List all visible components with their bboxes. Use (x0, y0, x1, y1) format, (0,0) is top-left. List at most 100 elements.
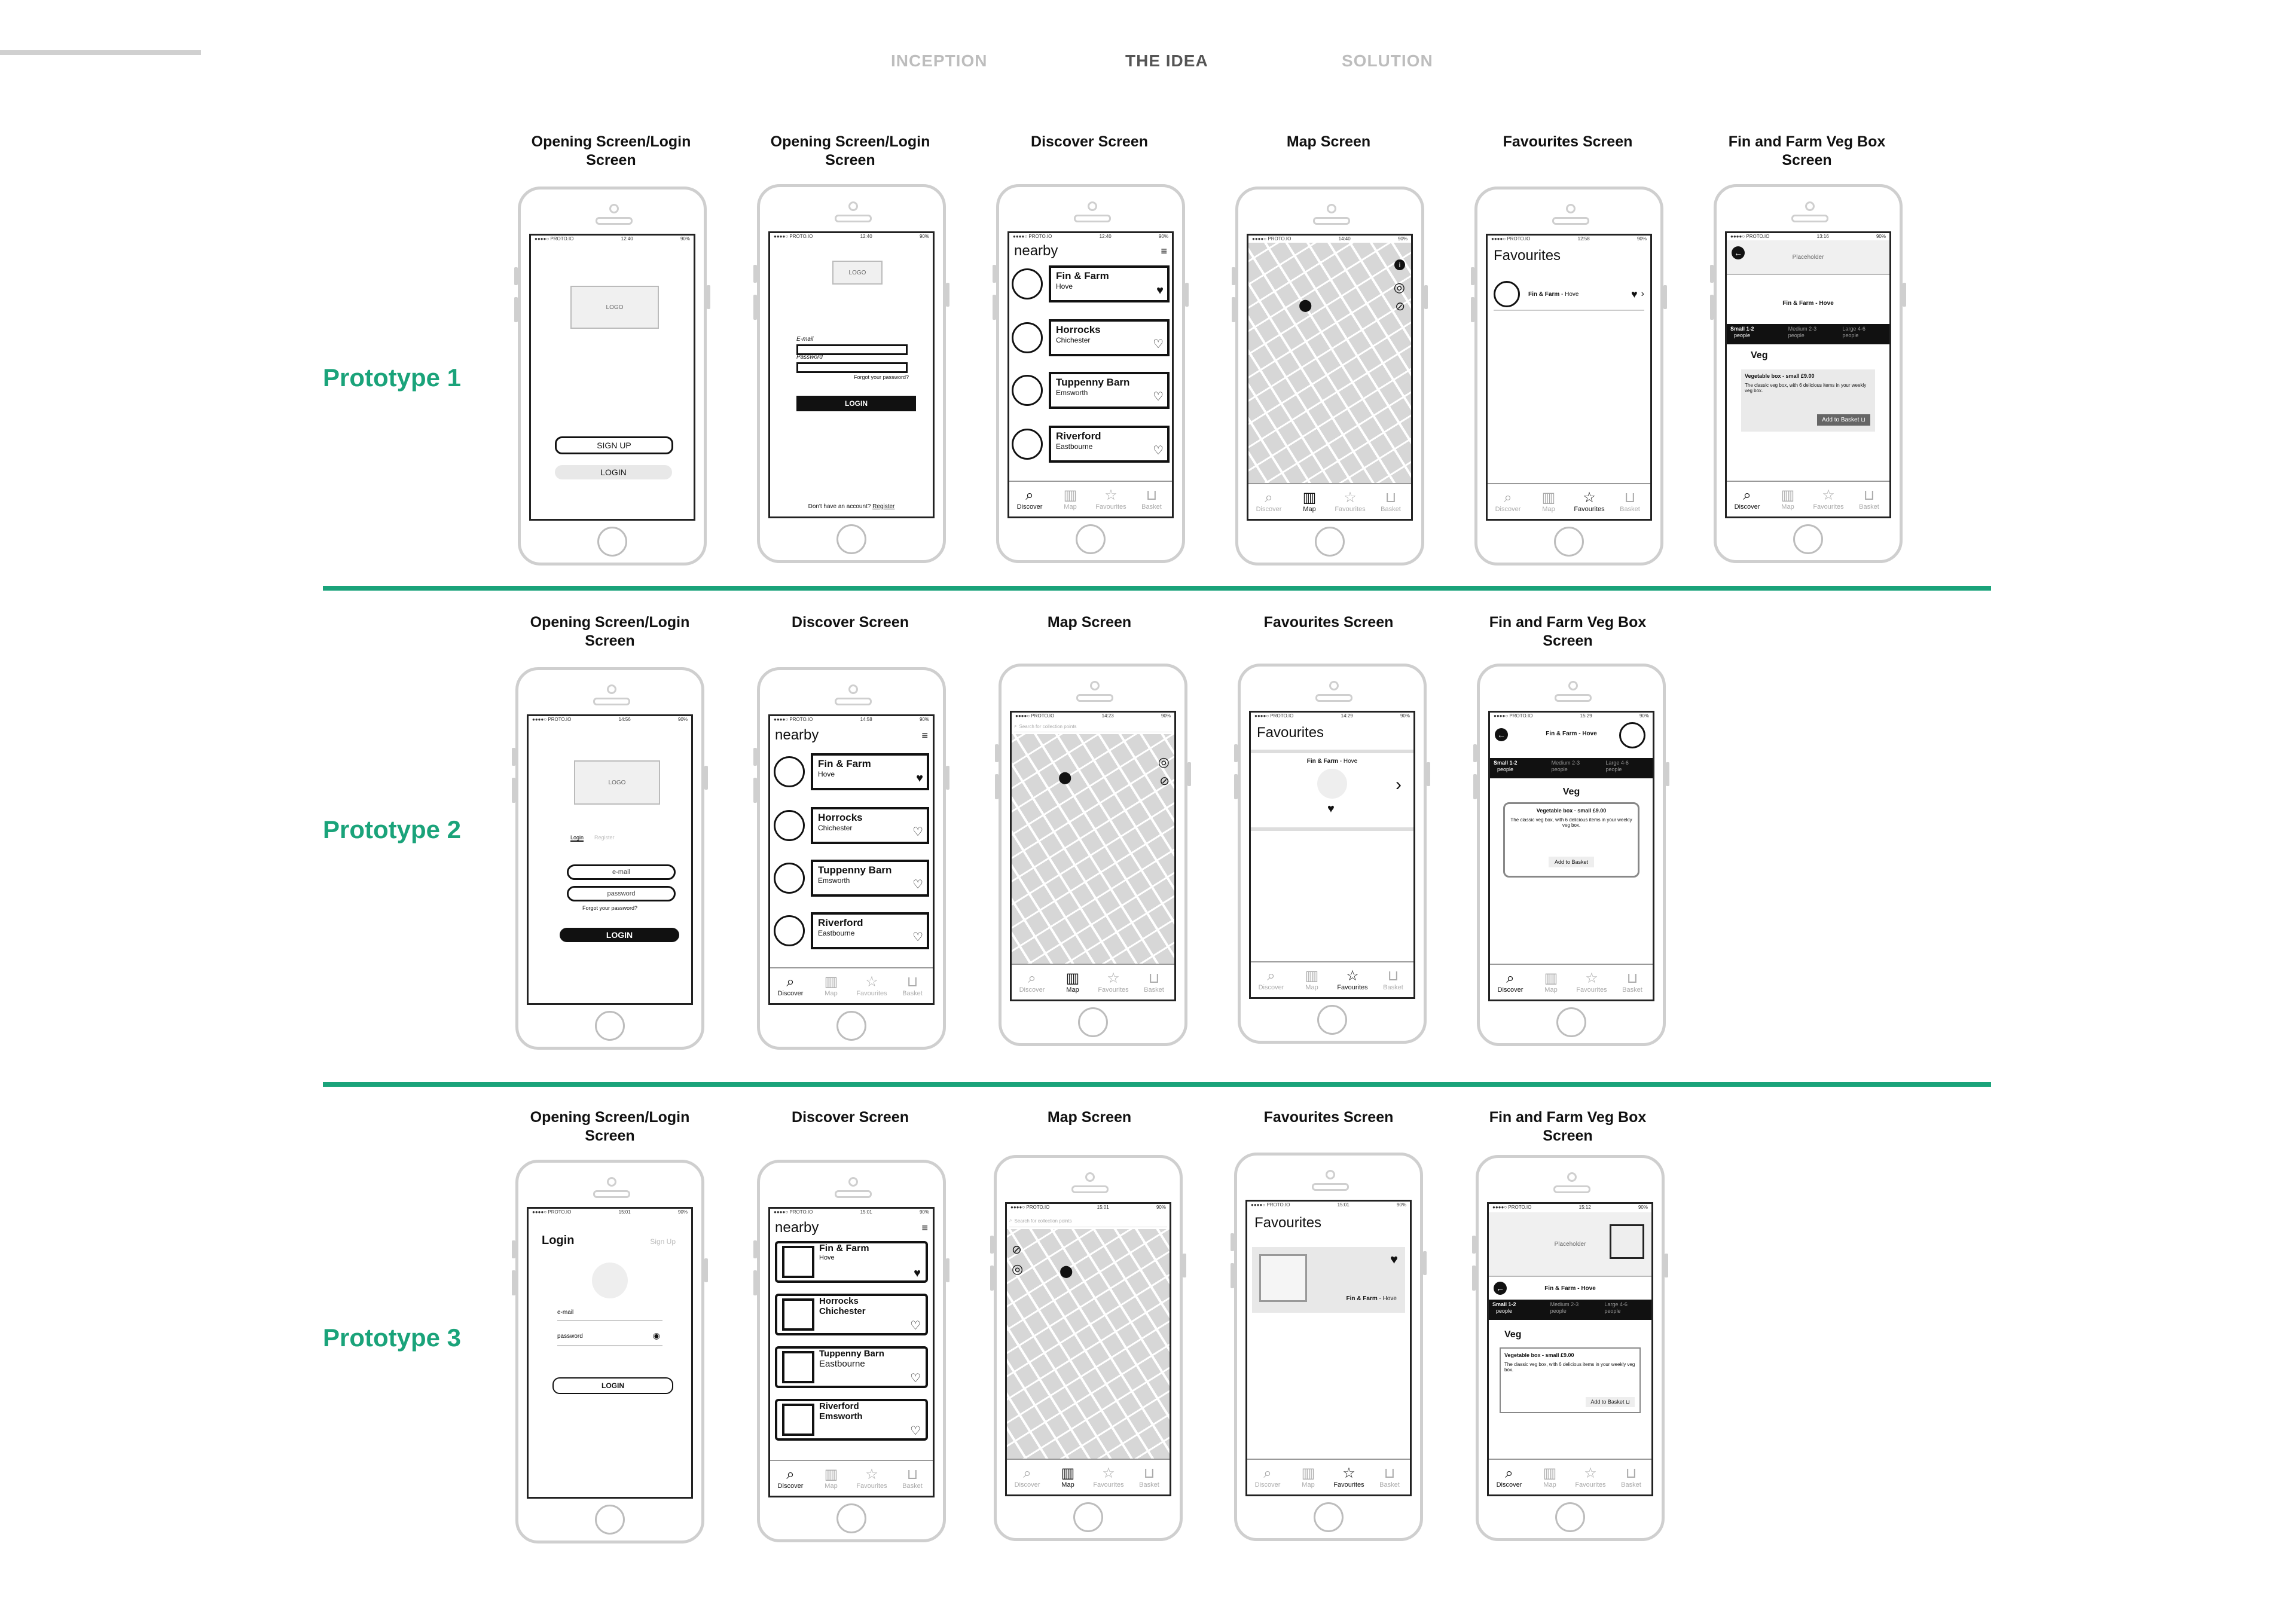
password-input[interactable]: password (567, 886, 676, 901)
tab-map[interactable]: ▥Map (1289, 484, 1330, 519)
login-button[interactable]: LOGIN (560, 928, 679, 942)
tab-discover[interactable]: ⌕Discover (1012, 965, 1052, 1000)
tab-discover[interactable]: ⌕Discover (1248, 484, 1289, 519)
menu-icon[interactable]: ≡ (921, 1222, 928, 1234)
heart-filled-icon[interactable]: ♥ (914, 1267, 921, 1280)
heart-outline-icon[interactable]: ♡ (910, 1425, 921, 1438)
tab-discover[interactable]: ⌕Discover (1488, 484, 1528, 519)
compass-icon[interactable]: ⊘ (1395, 300, 1405, 313)
home-button[interactable] (1073, 1502, 1103, 1532)
heart-filled-icon[interactable]: ♥ (916, 772, 923, 785)
home-button[interactable] (1556, 1007, 1586, 1037)
tab-favourites[interactable]: ☆Favourites (851, 968, 892, 1003)
email-underline[interactable] (557, 1320, 662, 1321)
eye-icon[interactable]: ◉ (652, 1331, 660, 1340)
heart-outline-icon[interactable]: ♡ (1153, 390, 1164, 404)
email-input[interactable]: e-mail (567, 864, 676, 880)
home-button[interactable] (595, 1505, 625, 1535)
tab-discover[interactable]: ⌕Discover (1007, 1460, 1048, 1494)
tab-favourites[interactable]: ☆Favourites (1569, 484, 1610, 519)
home-button[interactable] (836, 524, 866, 554)
tab-favourites[interactable]: ☆Favourites (1570, 1460, 1611, 1494)
heart-outline-icon[interactable]: ♡ (1153, 338, 1164, 351)
favourite-item[interactable]: Fin & Farm - Hove ♥ › (1494, 279, 1644, 311)
tab-discover[interactable]: ⌕Discover (1009, 482, 1050, 516)
home-button[interactable] (836, 1011, 866, 1041)
tab-map[interactable]: ▥Map (1531, 965, 1571, 1000)
tab-map[interactable]: ▥Map (1050, 482, 1091, 516)
tab-login[interactable]: Login (570, 835, 584, 842)
info-icon[interactable]: i (1394, 259, 1405, 270)
compass-icon[interactable]: ⊘ (1159, 775, 1170, 788)
back-arrow-icon[interactable]: ← (1494, 1282, 1507, 1295)
tab-basket[interactable]: ⊔Basket (892, 1461, 933, 1496)
login-button[interactable]: LOGIN (552, 1377, 673, 1394)
tab-discover[interactable]: ⌕Discover (1247, 1460, 1288, 1494)
home-button[interactable] (1315, 527, 1345, 557)
forgot-password-link[interactable]: Forgot your password? (582, 905, 638, 911)
tab-map[interactable]: ▥Map (1529, 1460, 1570, 1494)
heart-outline-icon[interactable]: ♡ (912, 931, 923, 944)
tab-basket[interactable]: ⊔Basket (1134, 965, 1174, 1000)
home-button[interactable] (1555, 1502, 1585, 1532)
compass-icon[interactable]: ⊘ (1012, 1243, 1022, 1257)
heart-outline-icon[interactable]: ♡ (910, 1319, 921, 1332)
nav-tab-inception[interactable]: INCEPTION (891, 51, 988, 70)
tab-favourites[interactable]: ☆Favourites (1088, 1460, 1129, 1494)
home-button[interactable] (1076, 524, 1106, 554)
tab-basket[interactable]: ⊔Basket (1369, 1460, 1410, 1494)
tab-favourites[interactable]: ☆Favourites (1571, 965, 1612, 1000)
login-button[interactable]: LOGIN (555, 465, 672, 479)
tab-basket[interactable]: ⊔Basket (1373, 962, 1413, 997)
menu-icon[interactable]: ≡ (1161, 245, 1167, 257)
tab-discover[interactable]: ⌕Discover (1251, 962, 1292, 997)
tab-discover[interactable]: ⌕Discover (770, 968, 811, 1003)
locate-icon[interactable]: ◎ (1393, 280, 1405, 295)
nav-tab-the-idea[interactable]: THE IDEA (1125, 51, 1208, 70)
tab-favourites[interactable]: ☆Favourites (1093, 965, 1134, 1000)
search-bar[interactable]: ⌕Search for collection points (1014, 721, 1172, 732)
tab-basket[interactable]: ⊔Basket (1611, 1460, 1651, 1494)
back-arrow-icon[interactable]: ← (1732, 246, 1745, 259)
tab-basket[interactable]: ⊔Basket (892, 968, 933, 1003)
tab-map[interactable]: ▥Map (1528, 484, 1569, 519)
add-to-basket-button[interactable]: Add to Basket (1548, 857, 1595, 867)
password-field[interactable] (796, 362, 908, 373)
nav-tab-solution[interactable]: SOLUTION (1342, 51, 1433, 70)
home-button[interactable] (1793, 524, 1823, 554)
home-button[interactable] (836, 1503, 866, 1533)
tab-basket[interactable]: ⊔Basket (1849, 482, 1889, 516)
heart-outline-icon[interactable]: ♡ (1153, 444, 1164, 457)
heart-filled-icon[interactable]: ♥ (1156, 284, 1164, 297)
home-button[interactable] (595, 1011, 625, 1041)
tab-favourites[interactable]: ☆Favourites (1329, 1460, 1369, 1494)
locate-icon[interactable]: ◎ (1012, 1261, 1024, 1276)
tab-discover[interactable]: ⌕Discover (770, 1461, 811, 1496)
map-pin-icon[interactable]: ⬤ (1058, 771, 1072, 784)
tab-basket[interactable]: ⊔Basket (1131, 482, 1172, 516)
tab-map[interactable]: ▥Map (1767, 482, 1808, 516)
map-view[interactable] (1007, 1229, 1170, 1460)
map-pin-icon[interactable]: ⬤ (1060, 1265, 1073, 1278)
tab-favourites[interactable]: ☆Favourites (1808, 482, 1849, 516)
